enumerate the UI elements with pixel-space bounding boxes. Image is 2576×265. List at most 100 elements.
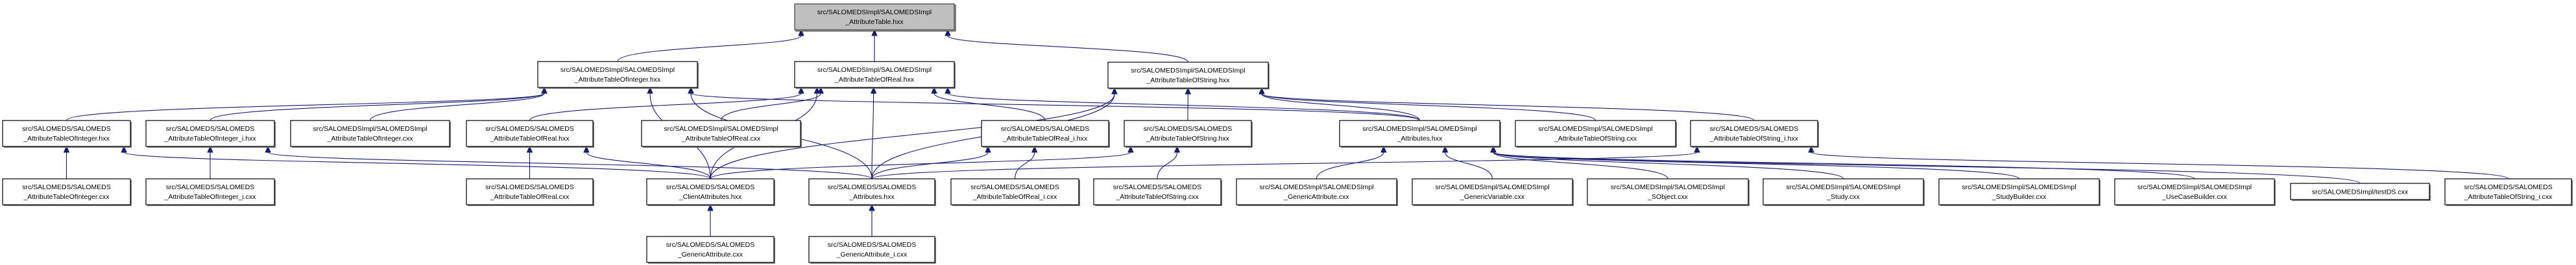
node-dsGenAttrIC[interactable]: src/SALOMEDS/SALOMEDS_GenericAttribute_i… xyxy=(808,236,936,264)
node-dsStrIH[interactable]: src/SALOMEDS/SALOMEDS_AttributeTableOfSt… xyxy=(1690,120,1819,148)
node-dsClient[interactable]: src/SALOMEDS/SALOMEDS_ClientAttributes.h… xyxy=(646,178,775,206)
node-dsIntIC[interactable]: src/SALOMEDS/SALOMEDS_AttributeTableOfIn… xyxy=(145,178,276,206)
node-box xyxy=(808,178,935,205)
edge-dsIntIH-to-implIntH xyxy=(210,86,548,121)
node-box xyxy=(466,178,594,205)
arrowhead-icon xyxy=(1111,87,1118,95)
node-label-line1: src/SALOMEDS/SALOMEDS xyxy=(666,241,755,249)
arrowhead-icon xyxy=(1031,145,1038,153)
node-box xyxy=(2,178,131,205)
edge-line xyxy=(1157,152,1178,179)
node-label-line1: src/SALOMEDS/SALOMEDS xyxy=(166,125,255,133)
node-label-line2: _AttributeTableOfInteger.hxx xyxy=(574,76,661,84)
node-box xyxy=(1690,120,1818,147)
node-label-line1: src/SALOMEDS/SALOMEDS xyxy=(22,125,111,133)
node-dsAttrH[interactable]: src/SALOMEDS/SALOMEDS_Attributes.hxx xyxy=(808,178,936,206)
node-label-line2: _AttributeTableOfString_i.cxx xyxy=(2464,193,2553,201)
edge-line xyxy=(1261,93,1755,121)
node-label-line1: src/SALOMEDS/SALOMEDS xyxy=(485,125,574,133)
arrowhead-icon xyxy=(1380,145,1387,153)
arrowhead-icon xyxy=(813,86,821,94)
node-box xyxy=(794,61,955,88)
node-root: src/SALOMEDSImpl/SALOMEDSImpl_AttributeT… xyxy=(794,3,956,32)
node-label-line2: _UseCaseBuilder.cxx xyxy=(2161,193,2228,201)
node-dsIntH[interactable]: src/SALOMEDS/SALOMEDS_AttributeTableOfIn… xyxy=(2,120,132,148)
arrowhead-icon xyxy=(647,86,653,94)
node-box xyxy=(646,236,775,263)
edges-layer xyxy=(63,29,2509,237)
nodes-layer: src/SALOMEDSImpl/SALOMEDSImpl _AttributeT… xyxy=(2,3,2573,264)
node-implRealC[interactable]: src/SALOMEDSImpl/SALOMEDSImpl_AttributeT… xyxy=(641,120,802,148)
node-label-line1: src/SALOMEDSImpl/SALOMEDSImpl xyxy=(1538,125,1652,133)
node-dsStrC[interactable]: src/SALOMEDS/SALOMEDS_AttributeTableOfSt… xyxy=(1093,178,1222,206)
node-label-line2: _GenericAttribute.cxx xyxy=(1283,193,1349,201)
node-label-line1: src/SALOMEDS/SALOMEDS xyxy=(828,183,917,191)
arrowhead-icon xyxy=(817,86,824,94)
node-dsIntIH[interactable]: src/SALOMEDS/SALOMEDS_AttributeTableOfIn… xyxy=(145,120,276,148)
edge-line xyxy=(1493,152,2195,179)
node-label-line2: _Attributes.hxx xyxy=(1397,135,1443,143)
node-label-line2: _GenericVariable.cxx xyxy=(1460,193,1525,201)
arrowhead-icon xyxy=(1127,145,1134,153)
edge-implAttrH-to-implIntH xyxy=(688,86,1421,121)
edge-dsIntIC-to-dsIntIH xyxy=(207,145,213,179)
node-label-line2: _AttributeTableOfReal_i.hxx xyxy=(1002,135,1088,143)
node-dsRealC[interactable]: src/SALOMEDS/SALOMEDS _AttributeTableOfRe… xyxy=(466,178,594,206)
node-implRealH[interactable]: src/SALOMEDSImpl/SALOMEDSImpl_AttributeT… xyxy=(794,61,956,89)
edge-dsGenAttrIC-to-dsAttrH xyxy=(869,203,875,236)
node-label-line2: _AttributeTableOfInteger_i.cxx xyxy=(164,193,256,201)
edge-dsRealIH-to-implRealH xyxy=(931,86,1046,121)
node-box xyxy=(466,120,594,147)
edge-dsStrH-to-implStrH xyxy=(1185,87,1192,121)
node-dsRealIC[interactable]: src/SALOMEDS/SALOMEDS_AttributeTableOfRe… xyxy=(950,178,1080,206)
node-implStrH[interactable]: src/SALOMEDSImpl/SALOMEDSImpl_AttributeT… xyxy=(1107,62,1270,89)
node-label-line2: _AttributeTableOfReal.hxx xyxy=(834,76,915,84)
node-label-line1: src/SALOMEDS/SALOMEDS xyxy=(1001,125,1090,133)
node-label-line1: src/SALOMEDSImpl/SALOMEDSImpl xyxy=(664,125,778,133)
edge-line xyxy=(210,93,545,121)
arrowhead-icon xyxy=(265,145,271,153)
node-label-line1: src/SALOMEDS/SALOMEDS xyxy=(2464,183,2553,191)
node-label-line2: _AttributeTableOfString.cxx xyxy=(1554,135,1637,143)
node-label-line2: _AttributeTableOfReal.cxx xyxy=(490,193,570,201)
node-implIntC[interactable]: src/SALOMEDSImpl/SALOMEDSImpl_AttributeT… xyxy=(290,120,451,148)
node-implIntH[interactable]: src/SALOMEDSImpl/SALOMEDSImpl _AttributeT… xyxy=(537,61,699,89)
node-box xyxy=(1763,178,1924,205)
node-label-line1: src/SALOMEDSImpl/SALOMEDSImpl xyxy=(1362,125,1476,133)
node-implStrC[interactable]: src/SALOMEDSImpl/SALOMEDSImpl _AttributeT… xyxy=(1515,120,1677,148)
node-dsRealIH[interactable]: src/SALOMEDS/SALOMEDS _AttributeTableOfRe… xyxy=(981,120,1110,148)
node-testDS[interactable]: src/SALOMEDSImpl/testDS.cxx xyxy=(2290,183,2431,201)
edge-dsRealIC-to-dsRealIH xyxy=(1014,145,1038,179)
node-implSObj[interactable]: src/SALOMEDSImpl/SALOMEDSImpl_SObject.cx… xyxy=(1587,178,1750,206)
node-label-line1: src/SALOMEDSImpl/testDS.cxx xyxy=(2312,189,2409,196)
node-dsIntC[interactable]: src/SALOMEDS/SALOMEDS_AttributeTableOfIn… xyxy=(2,178,132,206)
node-implGenVar[interactable]: src/SALOMEDSImpl/SALOMEDSImpl _GenericVar… xyxy=(1412,178,1574,206)
edge-line xyxy=(1261,93,1596,121)
node-dsGenAttrC[interactable]: src/SALOMEDS/SALOMEDS_GenericAttribute.c… xyxy=(646,236,775,264)
edge-testDS-to-implAttrH xyxy=(1490,145,2361,184)
edge-dsStrC-to-dsStrH xyxy=(1157,145,1181,179)
edge-line xyxy=(1316,152,1384,179)
node-label-line1: src/SALOMEDS/SALOMEDS xyxy=(1113,183,1202,191)
node-box xyxy=(145,178,275,205)
node-dsRealH[interactable]: src/SALOMEDS/SALOMEDS_AttributeTableOfRe… xyxy=(466,120,594,148)
node-implStudyB[interactable]: src/SALOMEDSImpl/SALOMEDSImpl_StudyBuild… xyxy=(1938,178,2101,206)
node-implStudy[interactable]: src/SALOMEDSImpl/SALOMEDSImpl_Study.cxx xyxy=(1763,178,1925,206)
node-dsStrIC[interactable]: src/SALOMEDS/SALOMEDS _AttributeTableOfSt… xyxy=(2444,178,2573,206)
edge-line xyxy=(1445,152,1493,179)
node-box xyxy=(794,3,955,30)
node-implAttrH[interactable]: src/SALOMEDSImpl/SALOMEDSImpl _Attributes… xyxy=(1339,120,1501,148)
arrowhead-icon xyxy=(583,145,590,153)
node-box xyxy=(641,120,801,147)
node-implUseCase[interactable]: src/SALOMEDSImpl/SALOMEDSImpl_UseCaseBui… xyxy=(2114,178,2276,206)
node-label-line1: src/SALOMEDSImpl/SALOMEDSImpl xyxy=(1435,183,1549,191)
node-label-line1: src/SALOMEDSImpl/SALOMEDSImpl xyxy=(560,66,675,74)
node-dsStrH[interactable]: src/SALOMEDS/SALOMEDS_AttributeTableOfSt… xyxy=(1124,120,1253,148)
node-implGenAttr[interactable]: src/SALOMEDSImpl/SALOMEDSImpl_GenericAtt… xyxy=(1236,178,1398,206)
edge-line xyxy=(710,93,1115,179)
node-box xyxy=(1236,178,1397,205)
node-label-line1: src/SALOMEDSImpl/SALOMEDSImpl xyxy=(1786,183,1900,191)
edge-dsClient-to-dsStrH xyxy=(710,145,1134,179)
arrowhead-icon xyxy=(1441,145,1449,153)
node-label-line1: src/SALOMEDS/SALOMEDS xyxy=(485,183,574,191)
